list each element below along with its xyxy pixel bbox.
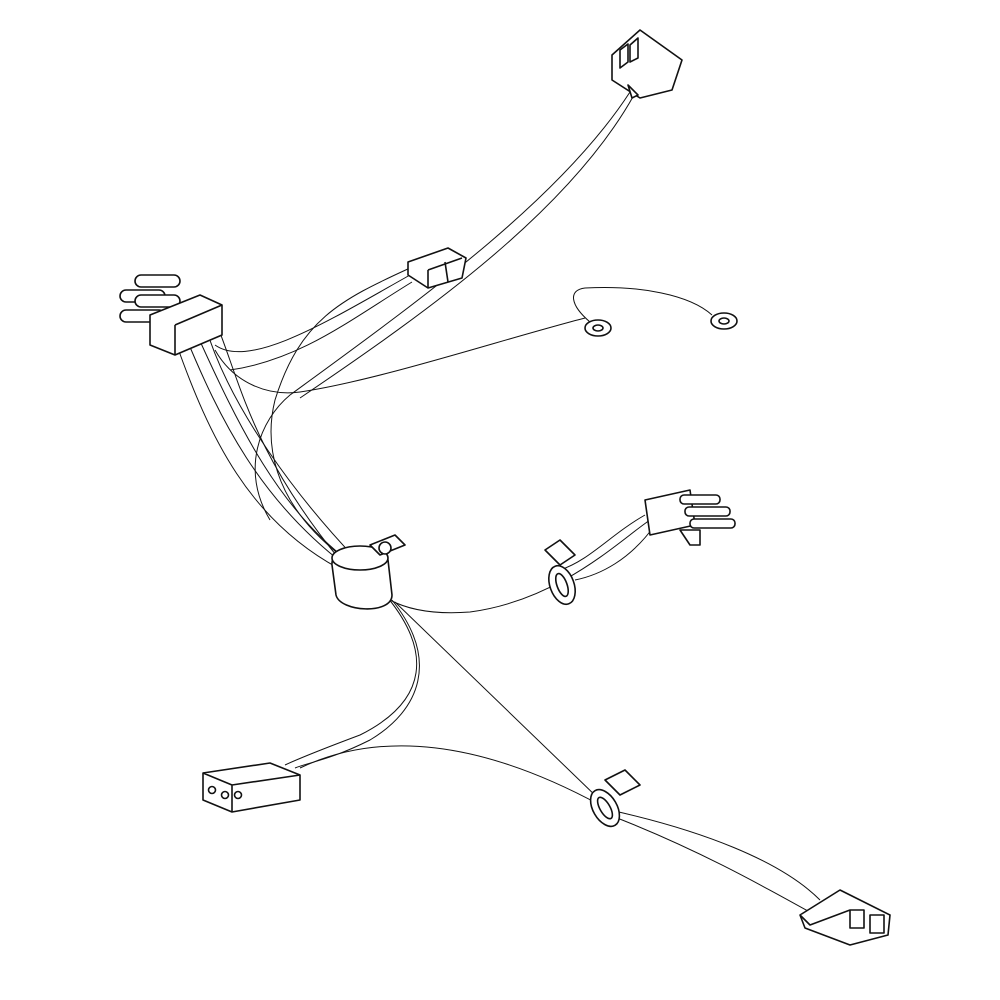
wires <box>174 91 821 916</box>
wire-small-connector-c <box>229 281 413 371</box>
wire-right-connector-b <box>574 524 656 581</box>
wire-right-connector-c <box>559 514 646 571</box>
three-hole-connector <box>202 762 301 813</box>
bottom-right-connector <box>799 889 891 946</box>
wire-clip-end-b <box>611 815 816 916</box>
wire-main-c <box>204 324 356 559</box>
wire-to-box <box>284 597 418 766</box>
wire-small-connector-b <box>214 274 411 353</box>
wire-box-clip <box>299 745 601 806</box>
wire-main-a <box>184 334 346 566</box>
wire-ring-terminal <box>214 317 586 394</box>
wire-top-connector <box>254 91 631 521</box>
small-connector <box>407 247 467 289</box>
wire-right-connector <box>389 519 651 614</box>
wire-clip-end <box>609 809 821 901</box>
wire-main-d <box>214 319 341 561</box>
cable-clip-lower <box>589 769 641 828</box>
wire-small-connector <box>270 267 411 556</box>
wire-diagonal <box>394 601 601 801</box>
wire-main-e <box>174 339 339 569</box>
wire-ring-loop <box>573 287 713 323</box>
grommet <box>331 534 406 610</box>
right-connector <box>644 489 736 546</box>
top-connector <box>611 29 683 99</box>
wire-to-box-b <box>294 599 420 769</box>
cable-clip-upper <box>544 539 576 606</box>
wire-top-connector-b <box>299 94 635 399</box>
ring-terminals <box>584 312 738 337</box>
four-pin-connector <box>119 274 223 356</box>
